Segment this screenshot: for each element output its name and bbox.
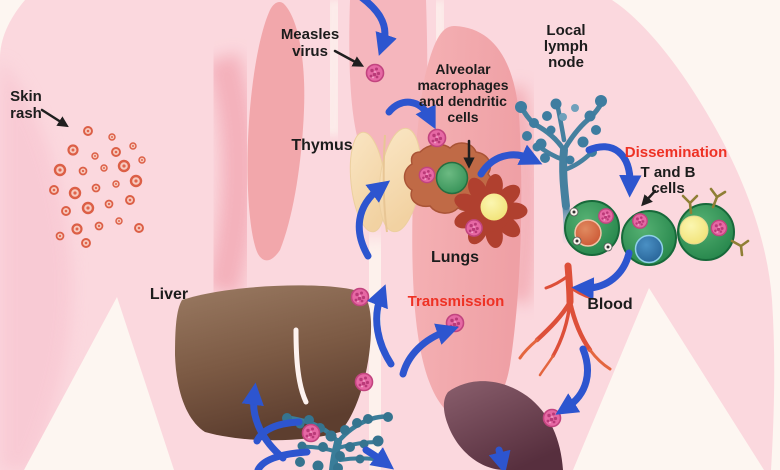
antibody-receptor-icons bbox=[681, 187, 750, 257]
virus-near-thymus bbox=[427, 128, 447, 148]
label-measles-virus: Measles virus bbox=[272, 26, 348, 60]
arrow-arc-gut-upper bbox=[253, 418, 303, 445]
label-blood: Blood bbox=[582, 296, 638, 313]
arrow-inhalation bbox=[359, 0, 397, 56]
left-lung-lobe bbox=[247, 2, 305, 261]
lymph-line1: Local bbox=[546, 22, 586, 39]
right-arm-gap-wedge bbox=[573, 288, 764, 470]
lymph-line3: node bbox=[548, 54, 584, 71]
lungs-text: Lungs bbox=[431, 249, 479, 266]
virus-at-entry bbox=[365, 63, 385, 83]
cell-granules bbox=[569, 207, 613, 252]
arrow-transmission-out bbox=[399, 323, 459, 378]
arrow-to-thymus bbox=[355, 180, 391, 260]
label-t-and-b-cells: T and B cells bbox=[634, 165, 702, 197]
thymus-organ bbox=[349, 127, 422, 233]
virus-in-macrophage bbox=[418, 166, 436, 184]
macrophage-nucleus bbox=[435, 161, 469, 195]
measles-line1: Measles bbox=[280, 26, 340, 43]
t-and-b-pointer bbox=[641, 189, 657, 207]
t-and-b-line2: cells bbox=[651, 180, 685, 197]
alveolar-line2: macrophages bbox=[417, 77, 509, 93]
label-pointer-arrows bbox=[40, 49, 657, 207]
arrow-arc-gut-lower bbox=[254, 448, 311, 470]
route-arrows bbox=[241, 0, 642, 470]
alveolar-line4: cells bbox=[447, 109, 479, 125]
b-cell bbox=[677, 187, 750, 261]
left-arm-shading bbox=[0, 60, 72, 470]
liver-text: Liver bbox=[149, 286, 189, 303]
skin-rash-line2: rash bbox=[10, 105, 42, 122]
skin-rash-line1: Skin bbox=[10, 88, 42, 105]
measles-line2: virus bbox=[292, 43, 328, 60]
left-armpit-shading bbox=[205, 52, 256, 297]
virus-near-spleen bbox=[542, 408, 562, 428]
skin-rash-pointer bbox=[40, 108, 69, 128]
left-lung-gap bbox=[322, 0, 346, 136]
virus-in-channel-lower bbox=[354, 372, 374, 392]
label-lungs: Lungs bbox=[418, 249, 492, 266]
arrow-into-spleen bbox=[488, 446, 511, 470]
dissemination-text: Dissemination bbox=[624, 144, 728, 161]
label-local-lymph-node: Local lymph node bbox=[534, 23, 598, 71]
thymus-text: Thymus bbox=[291, 137, 353, 154]
label-transmission: Transmission bbox=[404, 293, 508, 310]
virus-near-gut bbox=[301, 423, 321, 443]
arrow-blood-to-spleen bbox=[555, 345, 591, 415]
alveolar-line3: and dendritic bbox=[419, 93, 507, 109]
arrow-to-lymph-node bbox=[477, 144, 543, 178]
arrow-to-alveoli bbox=[385, 98, 436, 130]
blood-text: Blood bbox=[587, 296, 633, 313]
blood-vessel bbox=[518, 262, 612, 377]
lymph-line2: lymph bbox=[543, 38, 589, 55]
liver-notch bbox=[293, 327, 309, 405]
t-and-b-line1: T and B bbox=[640, 164, 696, 181]
label-skin-rash: Skin rash bbox=[2, 88, 50, 122]
spleen-organ bbox=[443, 381, 563, 470]
arrow-dissemination bbox=[585, 143, 642, 198]
dendritic-cell-center bbox=[480, 193, 508, 221]
arrow-cells-to-blood bbox=[571, 249, 633, 300]
infected-monocyte-cell bbox=[564, 200, 620, 256]
transmission-text: Transmission bbox=[407, 293, 505, 310]
label-alveolar: Alveolar macrophages and dendritic cells bbox=[412, 61, 514, 125]
left-arm-gap-wedge bbox=[24, 297, 174, 470]
arrow-channel-up bbox=[367, 284, 395, 368]
central-light-channel bbox=[346, 237, 404, 470]
liver-organ bbox=[175, 285, 372, 441]
virus-in-channel-upper bbox=[350, 287, 370, 307]
dendritic-cell bbox=[454, 174, 528, 248]
measles-virus-pointer bbox=[333, 49, 365, 67]
label-dissemination: Dissemination bbox=[618, 144, 734, 161]
label-liver: Liver bbox=[144, 286, 194, 303]
t-cell bbox=[621, 210, 677, 266]
arrow-gut-down bbox=[362, 446, 395, 470]
label-thymus: Thymus bbox=[284, 137, 360, 154]
t-and-b-cells-group bbox=[564, 187, 750, 266]
alveolar-line1: Alveolar bbox=[435, 61, 491, 77]
virus-in-dendritic-cell bbox=[465, 219, 483, 237]
